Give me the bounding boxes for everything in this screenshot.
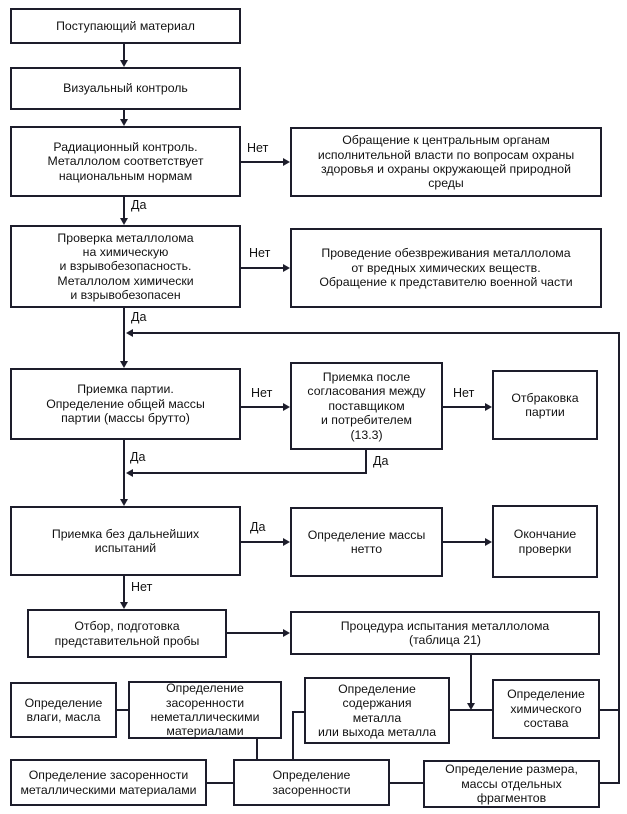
node-metal-content: Определение содержания металла или выход… (304, 677, 450, 744)
node-chemical-safety-check: Проверка металлолома на химическую и взр… (10, 225, 241, 308)
arrowhead (283, 538, 290, 546)
arrowhead (283, 629, 290, 637)
arrowhead (283, 403, 290, 411)
arrowhead (126, 469, 133, 477)
flow-line (241, 161, 283, 163)
connector-line (117, 709, 128, 711)
feedback-line (133, 332, 620, 334)
flow-line (241, 541, 283, 543)
node-contamination: Определение засоренности (233, 759, 390, 806)
flow-line (123, 576, 125, 603)
edge-label-no: Нет (251, 386, 273, 400)
arrowhead (120, 218, 128, 225)
flow-line (123, 44, 125, 61)
arrowhead (485, 538, 492, 546)
node-nonmetallic-contamination: Определение засоренности неметаллическим… (128, 681, 282, 739)
arrowhead (485, 403, 492, 411)
node-visual-control: Визуальный контроль (10, 67, 241, 110)
flow-line (443, 406, 485, 408)
arrowhead (120, 499, 128, 506)
edge-label-yes: Да (250, 520, 266, 534)
feedback-line (133, 472, 367, 474)
arrowhead (120, 361, 128, 368)
arrowhead (467, 703, 475, 710)
connector-line (292, 711, 304, 713)
arrowhead (120, 119, 128, 126)
connector-line (207, 782, 233, 784)
edge-label-no: Нет (131, 580, 153, 594)
connector-line (600, 782, 619, 784)
node-chemical-composition: Определение химического состава (492, 679, 600, 739)
edge-label-yes: Да (130, 450, 146, 464)
edge-label-no: Нет (249, 246, 271, 260)
node-incoming-material: Поступающий материал (10, 8, 241, 44)
node-acceptance-without-tests: Приемка без дальнейших испытаний (10, 506, 241, 576)
flow-line (123, 308, 125, 362)
node-check-completion: Окончание проверки (492, 505, 598, 578)
flow-line (256, 739, 258, 759)
connector-line (450, 709, 492, 711)
node-sample-preparation: Отбор, подготовка представительной пробы (27, 609, 227, 658)
flow-line (227, 632, 283, 634)
node-neutralization: Проведение обезвреживания металлолома от… (290, 228, 602, 308)
flow-line (123, 440, 125, 500)
connector-line (390, 782, 423, 784)
edge-label-yes: Да (131, 198, 147, 212)
flow-line (292, 711, 294, 759)
node-acceptance-after-agreement: Приемка после согласования между поставщ… (290, 362, 443, 450)
feedback-line (618, 332, 620, 784)
node-net-mass: Определение массы нетто (290, 507, 443, 577)
edge-label-no: Нет (247, 141, 269, 155)
edge-label-no: Нет (453, 386, 475, 400)
arrowhead (120, 60, 128, 67)
edge-label-yes: Да (373, 454, 389, 468)
node-moisture-oil: Определение влаги, масла (10, 682, 117, 738)
arrowhead (283, 158, 290, 166)
flow-line (123, 110, 125, 121)
flow-line (241, 267, 283, 269)
edge-label-yes: Да (131, 310, 147, 324)
arrowhead (120, 602, 128, 609)
flow-line (365, 450, 367, 474)
node-radiation-control: Радиационный контроль. Металлолом соотве… (10, 126, 241, 197)
flow-line (470, 655, 472, 704)
arrowhead (126, 329, 133, 337)
node-batch-acceptance: Приемка партии. Определение общей массы … (10, 368, 241, 440)
connector-line (598, 709, 619, 711)
node-metallic-contamination: Определение засоренности металлическими … (10, 759, 207, 806)
node-fragment-size: Определение размера, массы отдельных фра… (423, 760, 600, 808)
flow-line (241, 406, 283, 408)
flow-line (443, 541, 485, 543)
node-test-procedure: Процедура испытания металлолома (таблица… (290, 611, 600, 655)
flow-line (123, 197, 125, 219)
node-batch-rejection: Отбраковка партии (492, 370, 598, 440)
arrowhead (283, 264, 290, 272)
node-central-authorities: Обращение к центральным органам исполнит… (290, 127, 602, 197)
